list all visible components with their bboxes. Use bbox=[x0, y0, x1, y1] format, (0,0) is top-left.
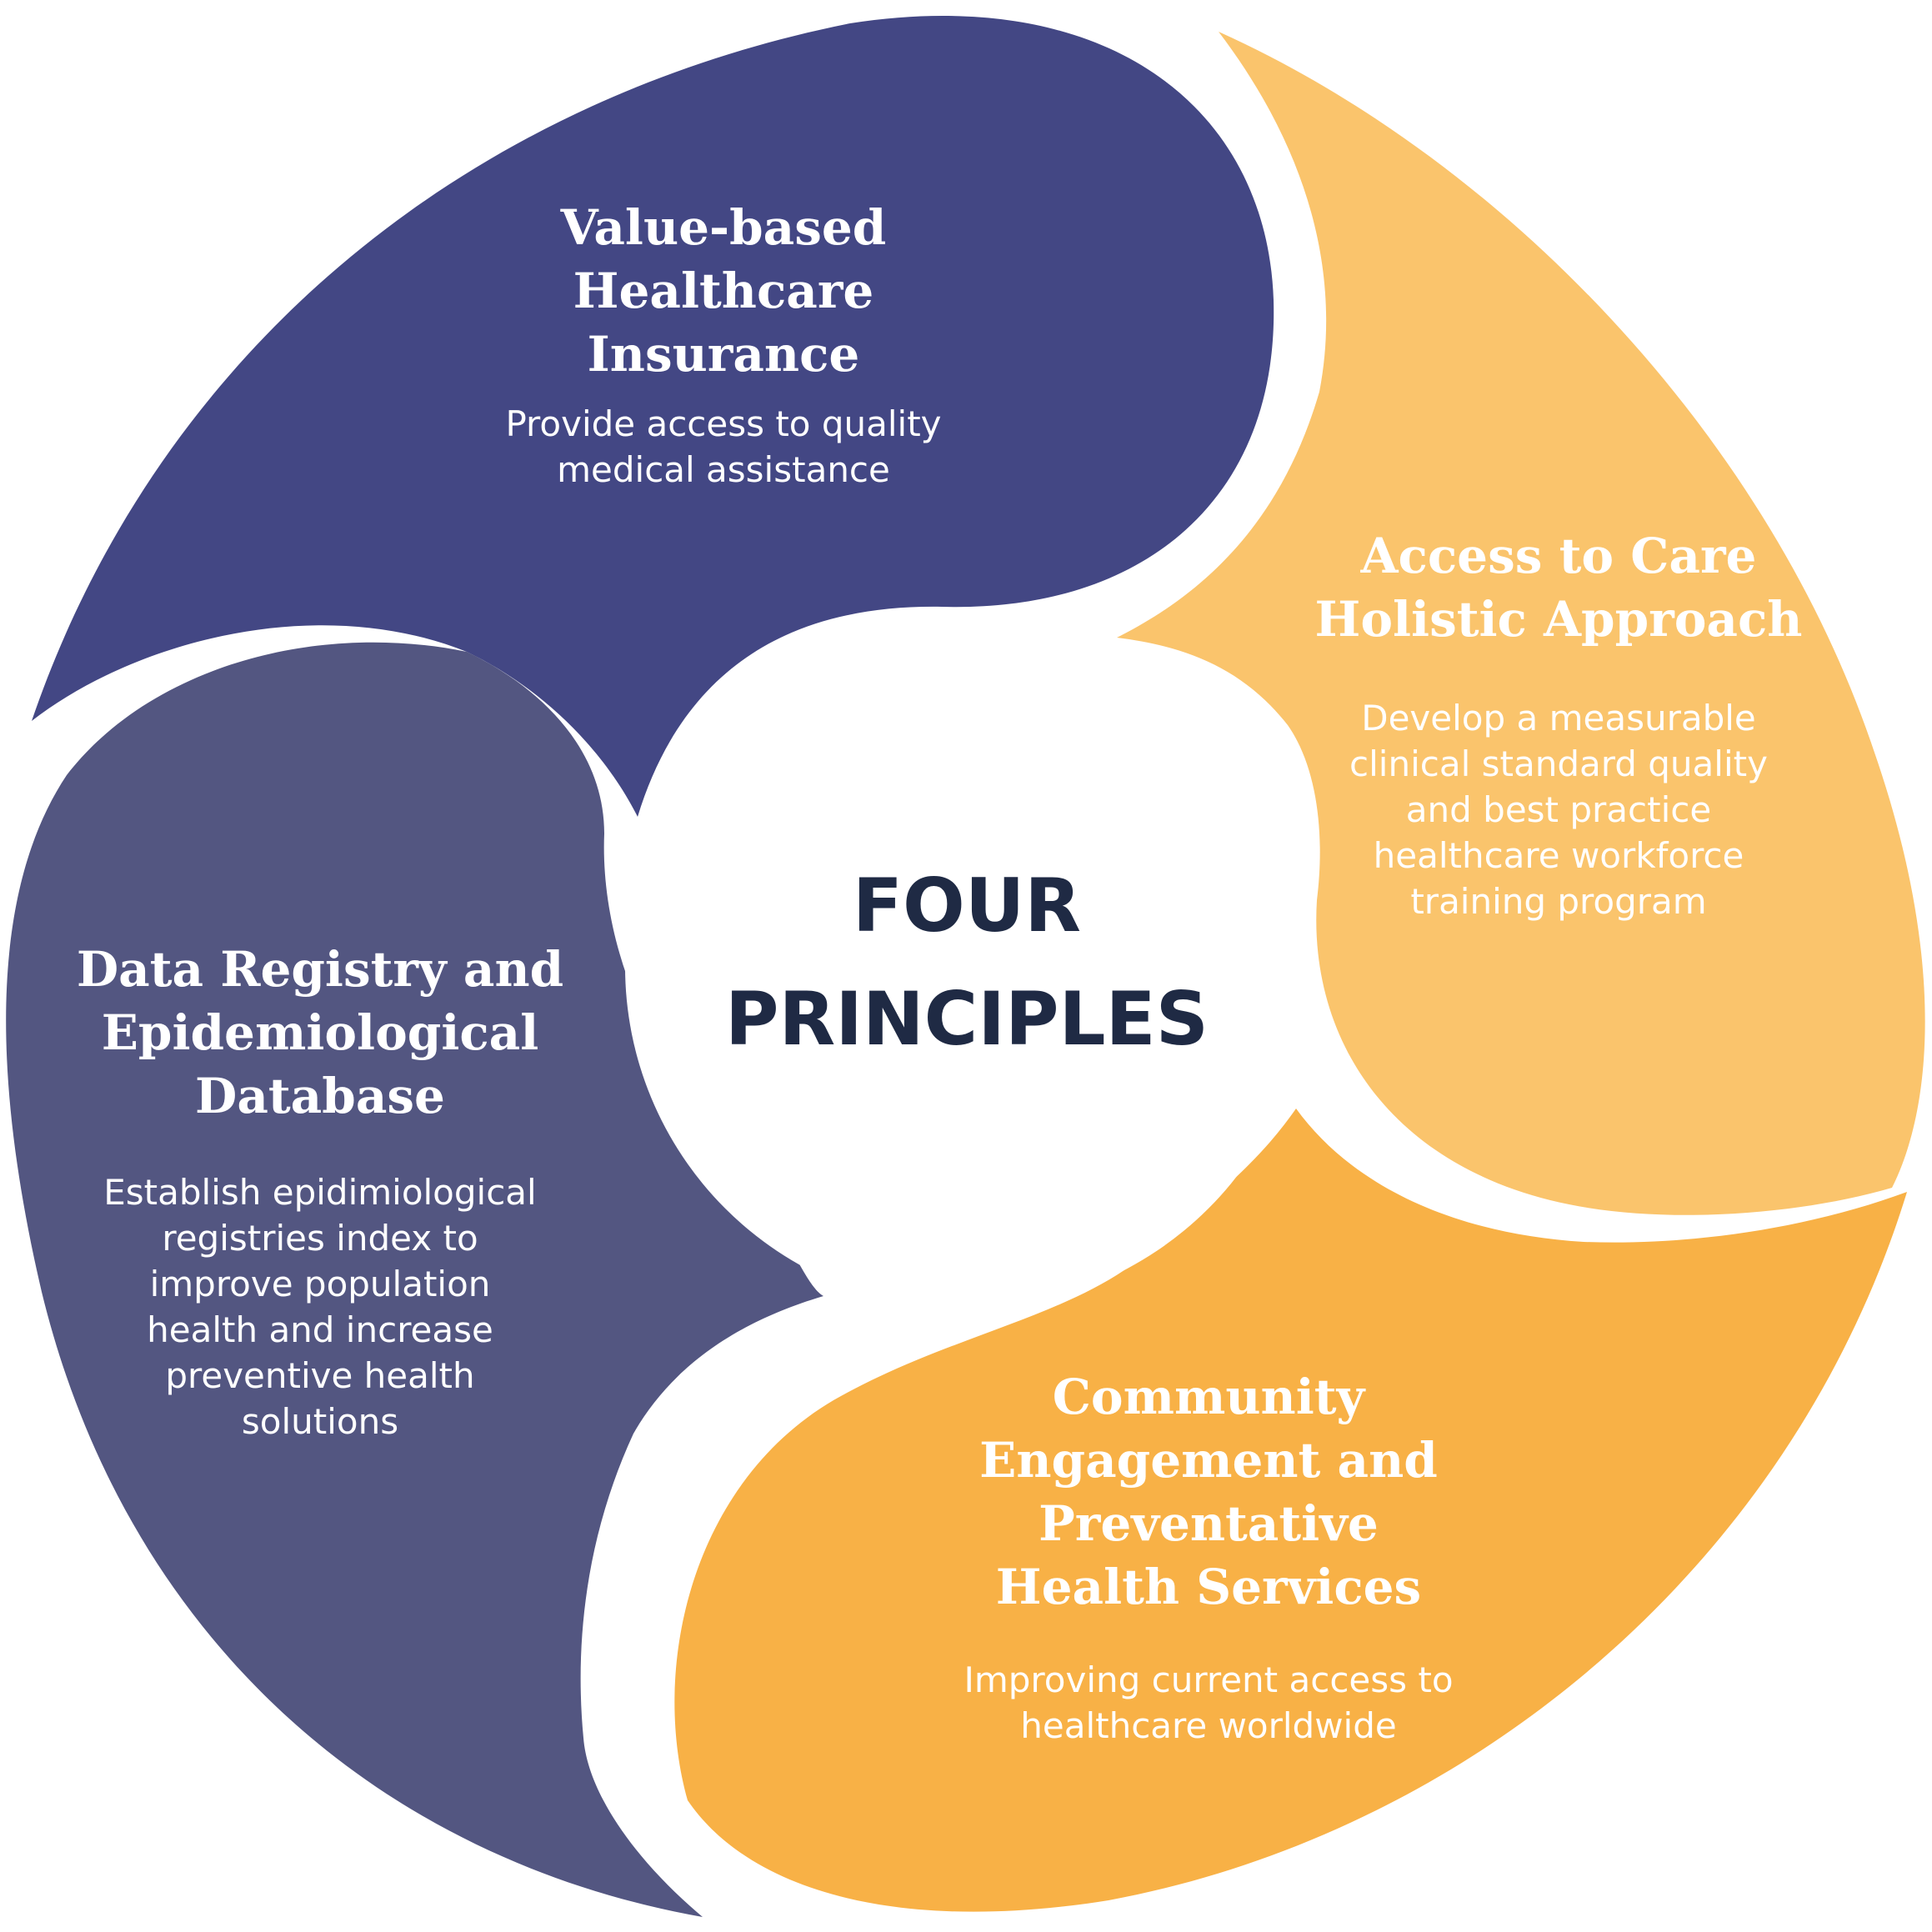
principle-right-desc-5: training program bbox=[1410, 881, 1706, 922]
principle-bottom-desc-2: healthcare worldwide bbox=[1020, 1705, 1396, 1746]
principle-right-desc-2: clinical standard quality bbox=[1349, 743, 1768, 784]
principle-left-desc-6: solutions bbox=[242, 1401, 398, 1442]
principle-right-title-1: Access to Care bbox=[1360, 528, 1757, 584]
principle-right: Access to Care Holistic Approach Develop… bbox=[1315, 528, 1803, 922]
center-title-line1: FOUR bbox=[853, 863, 1081, 948]
principle-left-title-3: Database bbox=[195, 1068, 445, 1124]
principle-left-title-1: Data Registry and bbox=[77, 941, 563, 998]
principle-left-desc-2: registries index to bbox=[162, 1218, 478, 1259]
principle-left-desc-3: improve population bbox=[150, 1264, 491, 1304]
principle-bottom-title-4: Health Services bbox=[996, 1559, 1421, 1615]
principle-right-desc-1: Develop a measurable bbox=[1361, 698, 1756, 738]
principle-left-desc-1: Establish epidimiological bbox=[103, 1172, 536, 1213]
principle-top: Value-based Healthcare Insurance Provide… bbox=[505, 199, 941, 490]
principle-right-title-2: Holistic Approach bbox=[1315, 591, 1803, 648]
center-circle bbox=[625, 625, 1309, 1309]
principle-top-title-3: Insurance bbox=[588, 326, 860, 383]
principle-bottom-title-2: Engagement and bbox=[979, 1432, 1438, 1489]
principle-top-title-2: Healthcare bbox=[573, 263, 874, 319]
segment-right bbox=[1117, 32, 1925, 1215]
principle-left-desc-5: preventive health bbox=[165, 1355, 474, 1396]
principle-right-desc-4: healthcare workforce bbox=[1374, 835, 1744, 876]
principle-top-desc-2: medical assistance bbox=[557, 449, 890, 490]
principle-bottom-title-1: Community bbox=[1053, 1369, 1367, 1425]
principle-left: Data Registry and Epidemiological Databa… bbox=[77, 941, 563, 1442]
segment-top bbox=[32, 16, 1274, 818]
segment-bottom bbox=[674, 1109, 1907, 1912]
principle-top-desc-1: Provide access to quality bbox=[505, 403, 941, 444]
principle-left-title-2: Epidemiological bbox=[102, 1004, 539, 1061]
principle-bottom-desc-1: Improving current access to bbox=[963, 1659, 1453, 1700]
principle-bottom: Community Engagement and Preventative He… bbox=[963, 1369, 1453, 1746]
principle-left-desc-4: health and increase bbox=[147, 1309, 493, 1350]
principle-bottom-title-3: Preventative bbox=[1039, 1495, 1379, 1552]
principle-right-desc-3: and best practice bbox=[1406, 789, 1711, 830]
segment-left bbox=[6, 642, 823, 1917]
center-title-line2: PRINCIPLES bbox=[725, 976, 1209, 1062]
principle-top-title-1: Value-based bbox=[560, 199, 887, 256]
